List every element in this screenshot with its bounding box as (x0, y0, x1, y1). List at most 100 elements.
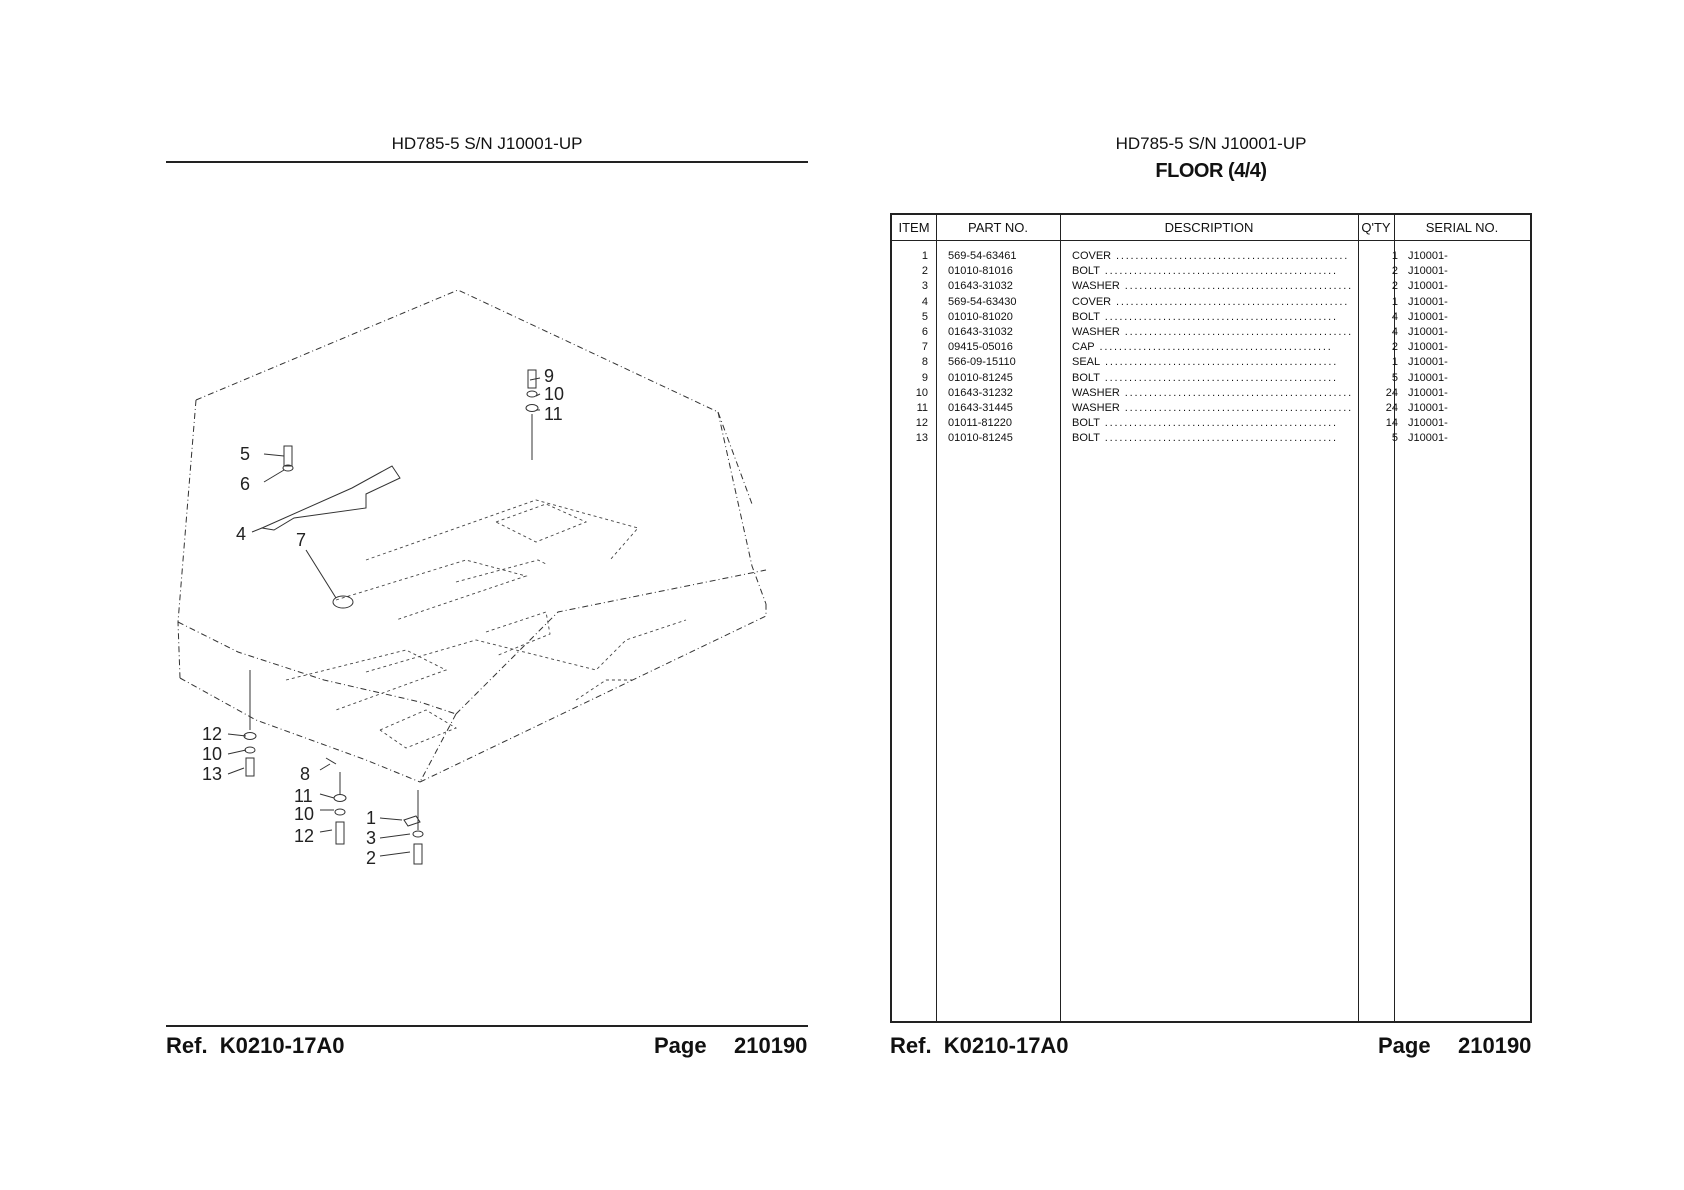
desc-text: BOLT (1072, 265, 1100, 278)
cell-qty: 1 (1391, 250, 1398, 262)
cell-item: 2 (921, 265, 928, 278)
col-divider (1358, 215, 1359, 1021)
cell-item: 11 (916, 401, 928, 414)
ref-label: Ref. (890, 1033, 932, 1058)
header-qty: Q'TY (1361, 220, 1391, 235)
right-model-header: HD785-5 S/N J10001-UP (1115, 134, 1307, 153)
cell-serial: J10001- (1408, 417, 1448, 430)
cell-item: 8 (921, 356, 928, 369)
leader-dots: ........................................… (1119, 280, 1352, 293)
callout-8: 8 (300, 764, 310, 784)
left-page-label: Page (654, 1033, 707, 1058)
header-item: ITEM (898, 220, 930, 235)
callout-10-top: 10 (544, 384, 564, 404)
cell-part-no: 09415-05016 (948, 341, 1013, 354)
cell-part-no: 01010-81016 (948, 265, 1013, 278)
cell-serial: J10001- (1408, 280, 1448, 293)
cell-qty: 2 (1391, 280, 1398, 293)
cell-qty: 2 (1391, 341, 1398, 354)
desc-text: WASHER (1072, 325, 1120, 338)
leader-dots: ........................................… (1119, 401, 1352, 414)
right-ref: Ref. K0210-17A0 (890, 1033, 1210, 1059)
leader-dots: ........................................… (1099, 265, 1338, 278)
leader-dots: ........................................… (1099, 417, 1338, 430)
cell-part-no: 01643-31232 (948, 386, 1013, 399)
cell-part-no: 01010-81020 (948, 310, 1013, 323)
leader-dots: ........................................… (1100, 356, 1339, 369)
callout-9: 9 (544, 366, 554, 386)
left-header-rule (166, 161, 808, 163)
cell-serial: J10001- (1408, 325, 1448, 338)
cell-qty: 4 (1391, 325, 1398, 338)
cell-description: WASHER .................................… (1072, 401, 1352, 416)
callout-2: 2 (366, 848, 376, 868)
cell-serial: J10001- (1408, 356, 1448, 369)
cell-part-no: 01643-31445 (948, 401, 1013, 414)
cell-part-no: 01011-81220 (948, 417, 1013, 430)
desc-text: WASHER (1072, 386, 1120, 399)
cell-serial: J10001- (1408, 250, 1448, 262)
cell-part-no: 569-54-63430 (948, 295, 1017, 308)
cell-item: 12 (915, 417, 928, 430)
cell-part-no: 569-54-63461 (948, 250, 1017, 262)
cell-item: 6 (921, 325, 928, 338)
leader-dots: ........................................… (1119, 386, 1352, 399)
cell-qty: 5 (1391, 432, 1398, 445)
desc-text: BOLT (1072, 417, 1100, 430)
ref-label: Ref. (166, 1033, 208, 1058)
table-row: 8 566-09-15110 SEAL ......................… (892, 355, 1530, 370)
cell-serial: J10001- (1408, 310, 1448, 323)
cell-serial: J10001- (1408, 401, 1448, 414)
desc-text: COVER (1072, 295, 1112, 308)
left-ref: Ref. K0210-17A0 (166, 1033, 486, 1059)
cell-qty: 24 (1385, 386, 1398, 399)
cell-serial: J10001- (1408, 386, 1448, 399)
table-row: 12 01011-81220 BOLT ......................… (892, 416, 1530, 431)
cell-qty: 4 (1391, 310, 1398, 323)
desc-text: WASHER (1072, 280, 1120, 293)
callout-4: 4 (236, 524, 246, 544)
leader-dots: ........................................… (1099, 432, 1338, 445)
cell-description: BOLT ...................................… (1072, 431, 1352, 446)
left-model-header: HD785-5 S/N J10001-UP (391, 134, 583, 153)
cell-part-no: 01010-81245 (948, 432, 1013, 445)
header-part-no: PART NO. (968, 220, 1028, 235)
cell-qty: 5 (1391, 371, 1398, 384)
table-header-row (892, 215, 1530, 241)
cell-description: CAP ....................................… (1072, 340, 1352, 355)
cell-description: WASHER .................................… (1072, 279, 1352, 294)
cell-description: COVER ..................................… (1072, 249, 1352, 264)
callout-5: 5 (240, 444, 250, 464)
cell-serial: J10001- (1408, 371, 1448, 384)
cell-description: SEAL ...................................… (1072, 355, 1352, 370)
callout-3: 3 (366, 828, 376, 848)
cell-description: BOLT ...................................… (1072, 264, 1352, 279)
cell-qty: 24 (1385, 401, 1398, 414)
table-row: 11 01643-31445 WASHER ....................… (892, 401, 1530, 416)
leader-dots: ........................................… (1119, 325, 1352, 338)
leader-dots: ........................................… (1094, 341, 1333, 354)
cell-serial: J10001- (1408, 265, 1448, 278)
right-page-label: Page (1378, 1033, 1431, 1058)
table-row: 2 01010-81016 BOLT .......................… (892, 264, 1530, 279)
cell-description: COVER ..................................… (1072, 295, 1352, 310)
desc-text: CAP (1072, 341, 1095, 354)
cell-item: 9 (921, 371, 928, 384)
desc-text: BOLT (1072, 432, 1100, 445)
callout-7: 7 (296, 530, 306, 550)
header-serial-no: SERIAL NO. (1425, 220, 1499, 235)
leader-dots: ........................................… (1099, 310, 1338, 323)
cell-description: WASHER .................................… (1072, 325, 1352, 340)
cell-description: WASHER .................................… (1072, 386, 1352, 401)
cell-part-no: 566-09-15110 (948, 356, 1016, 369)
callout-10-left: 10 (202, 744, 222, 764)
callout-11-mid: 11 (294, 786, 313, 806)
callout-11-top: 11 (544, 404, 563, 424)
cell-qty: 2 (1391, 265, 1398, 278)
